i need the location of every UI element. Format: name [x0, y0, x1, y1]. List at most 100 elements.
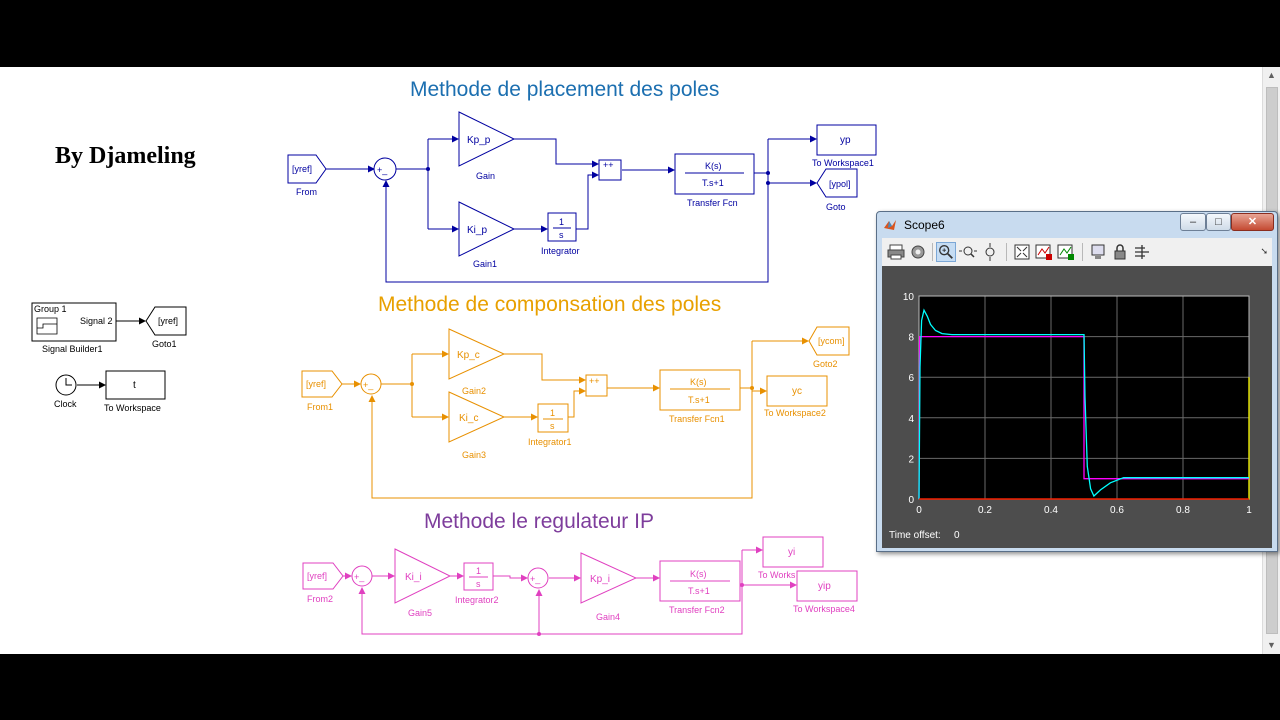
tf-num: K(s)	[705, 161, 722, 171]
to-workspace-var: t	[133, 380, 136, 391]
series-line-3	[918, 308, 1249, 500]
x-tick-label: 0.2	[978, 505, 992, 516]
minimize-button[interactable]: –	[1180, 213, 1206, 231]
restore-axes-icon[interactable]	[1056, 242, 1076, 262]
integrator1-block[interactable]: 1 s Integrator1	[528, 403, 572, 447]
zoom-icon[interactable]	[936, 242, 956, 262]
sum4-block[interactable]: ++	[585, 374, 608, 397]
sum5-signs: +_	[354, 572, 365, 582]
goto-tag: [ypol]	[829, 179, 851, 189]
from1-tag: [yref]	[306, 379, 326, 389]
print-icon[interactable]	[886, 242, 906, 262]
gain4-block[interactable]: Kp_i Gain4	[580, 552, 638, 622]
compensation-wires	[342, 337, 809, 499]
sum-block[interactable]: +_	[373, 157, 397, 181]
ws3-label: To Works	[758, 570, 796, 580]
gain5-block[interactable]: Ki_i Gain5	[394, 548, 452, 618]
signal-builder-group: Group 1	[34, 304, 67, 314]
scope-titlebar[interactable]: Scope6 – □ ✕	[877, 212, 1277, 238]
integrator-den: s	[559, 230, 564, 240]
ws4-label: To Workspace4	[793, 604, 855, 614]
y-tick-label: 4	[908, 414, 914, 425]
lock-icon[interactable]	[1110, 242, 1130, 262]
to-workspace3-block[interactable]: yi To Works	[758, 536, 824, 580]
block-diagram: Group 1 Signal 2 Signal Builder1 [yref] …	[31, 111, 877, 636]
sum2-block[interactable]: ++	[598, 159, 622, 181]
gain3-block[interactable]: Ki_c Gain3	[448, 391, 506, 460]
x-tick-label: 0	[916, 505, 922, 516]
ws2-var: yc	[792, 386, 802, 397]
scroll-down-icon[interactable]: ▼	[1267, 640, 1276, 650]
y-tick-label: 6	[908, 373, 914, 384]
integrator2-den: s	[476, 579, 481, 589]
author-label: By Djameling	[55, 143, 196, 169]
y-tick-label: 2	[908, 454, 914, 465]
to-workspace2-block[interactable]: yc To Workspace2	[764, 375, 828, 418]
gain-ki-block[interactable]: Ki_p Gain1	[458, 201, 516, 269]
section-title-ip: Methode le regulateur IP	[424, 510, 654, 533]
zoom-x-icon[interactable]	[958, 242, 978, 262]
tf1-num: K(s)	[690, 377, 707, 387]
sum6-block[interactable]: +_	[527, 567, 549, 589]
goto-block[interactable]: [ypol] Goto	[816, 168, 858, 212]
sum-signs: +_	[377, 165, 388, 175]
from1-label: From1	[307, 402, 333, 412]
zoom-y-icon[interactable]	[980, 242, 1000, 262]
scroll-up-icon[interactable]: ▲	[1267, 70, 1276, 80]
section-title-compensation: Methode de componsation des poles	[378, 293, 722, 316]
integrator2-block[interactable]: 1 s Integrator2	[455, 562, 499, 605]
from-tag: [yref]	[292, 164, 312, 174]
y-tick-label: 8	[908, 333, 914, 344]
to-workspace-block[interactable]: t To Workspace	[104, 370, 166, 413]
goto1-block[interactable]: [yref] Goto1	[145, 306, 187, 349]
from2-block[interactable]: [yref] From2	[302, 562, 344, 604]
gain-ki-value: Ki_p	[467, 225, 487, 236]
tf-label: Transfer Fcn	[687, 198, 738, 208]
gain2-value: Kp_c	[457, 350, 480, 361]
tf-den: T.s+1	[702, 178, 724, 188]
floating-scope-icon[interactable]	[1088, 242, 1108, 262]
x-tick-label: 0.4	[1044, 505, 1058, 516]
ws3-var: yi	[788, 547, 795, 558]
toolbar-overflow-icon[interactable]: ➘	[1260, 246, 1268, 256]
to-workspace1-block[interactable]: yp To Workspace1	[812, 124, 877, 168]
parameters-icon[interactable]	[908, 242, 928, 262]
to-workspace4-block[interactable]: yip To Workspace4	[793, 570, 858, 614]
from1-block[interactable]: [yref] From1	[301, 370, 343, 412]
scope-window[interactable]: Scope6 – □ ✕	[876, 211, 1278, 552]
sum3-block[interactable]: +_	[360, 373, 382, 395]
transfer-fcn2-block[interactable]: K(s) T.s+1 Transfer Fcn2	[659, 560, 741, 615]
time-offset-label: Time offset:	[889, 530, 941, 541]
gain-kp-value: Kp_p	[467, 135, 491, 146]
goto1-label: Goto1	[152, 339, 177, 349]
time-offset-value: 0	[954, 530, 960, 541]
tf2-label: Transfer Fcn2	[669, 605, 725, 615]
from-label: From	[296, 187, 317, 197]
from2-tag: [yref]	[307, 571, 327, 581]
y-tick-label: 0	[908, 495, 914, 506]
transfer-fcn-block[interactable]: K(s) T.s+1 Transfer Fcn	[674, 153, 755, 208]
signal-selection-icon[interactable]	[1132, 242, 1152, 262]
gain-kp-block[interactable]: Kp_p Gain	[458, 111, 516, 181]
gain2-block[interactable]: Kp_c Gain2	[448, 328, 506, 396]
gain1-label: Gain1	[473, 259, 497, 269]
sum2-signs: ++	[603, 160, 614, 170]
transfer-fcn1-block[interactable]: K(s) T.s+1 Transfer Fcn1	[659, 369, 741, 424]
from-block[interactable]: [yref] From	[287, 154, 327, 197]
x-tick-label: 0.6	[1110, 505, 1124, 516]
clock-block[interactable]: Clock	[54, 374, 77, 409]
maximize-button[interactable]: □	[1206, 213, 1231, 231]
integrator-block[interactable]: 1 s Integrator	[541, 212, 580, 256]
signal-builder-block[interactable]: Group 1 Signal 2 Signal Builder1	[31, 302, 117, 354]
integrator1-den: s	[550, 421, 555, 431]
sum5-block[interactable]: +_	[351, 565, 373, 587]
goto2-block[interactable]: [ycom] Goto2	[808, 326, 850, 369]
ws4-var: yip	[818, 581, 831, 592]
gain-label: Gain	[476, 171, 495, 181]
autoscale-icon[interactable]	[1012, 242, 1032, 262]
tf1-den: T.s+1	[688, 395, 710, 405]
scope-toolbar: ➘	[882, 238, 1272, 267]
close-button[interactable]: ✕	[1231, 213, 1274, 231]
save-axes-icon[interactable]	[1034, 242, 1054, 262]
